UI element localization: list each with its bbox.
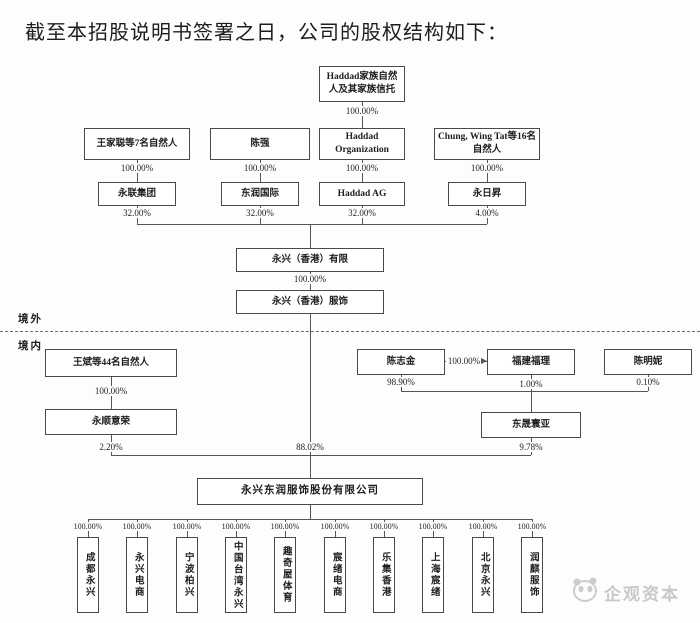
panda-logo-icon	[570, 576, 600, 608]
node-chen-zhijin: 陈志金	[357, 349, 445, 375]
ownership-pct: 32.00%	[346, 208, 378, 218]
node-yongxing-hk-fashion: 永兴（香港）服饰	[236, 290, 384, 314]
ownership-pct: 100.00%	[468, 163, 506, 173]
ownership-pct: 100.00%	[343, 163, 381, 173]
node-yongshun-yirong: 永顺意荣	[45, 409, 177, 435]
connector-line	[401, 391, 648, 392]
node-haddad-ag: Haddad AG	[319, 182, 405, 206]
node-main-company: 永兴东润服饰股份有限公司	[197, 478, 423, 505]
connector-line	[111, 455, 531, 456]
node-chung-wing-tat: Chung, Wing Tat等16名自然人	[434, 128, 540, 160]
node-subsidiary: 趣奇屋体育	[274, 537, 296, 613]
connector-line	[310, 314, 311, 455]
node-subsidiary: 中国台湾永兴	[225, 537, 247, 613]
ownership-pct: 32.00%	[244, 208, 276, 218]
ownership-pct: 0.10%	[634, 377, 662, 387]
ownership-pct: 100.00%	[515, 522, 549, 531]
region-label-offshore: 境外	[18, 314, 43, 325]
connector-line	[137, 224, 487, 225]
node-chen-mingni: 陈明妮	[604, 349, 692, 375]
ownership-pct: 100.00%	[291, 274, 329, 284]
node-dongsheng-huanya: 东晟寰亚	[481, 412, 581, 438]
arrow-right-icon	[481, 357, 487, 364]
node-subsidiary: 成都永兴	[77, 537, 99, 613]
region-label-onshore: 境内	[18, 341, 43, 352]
node-subsidiary: 乐集香港	[373, 537, 395, 613]
node-wang-bin: 王斌等44名自然人	[45, 349, 177, 377]
node-dongrun-intl: 东润国际	[221, 182, 299, 206]
node-wang-jiacong: 王家聪等7名自然人	[84, 128, 190, 160]
border-dashed-line	[0, 331, 700, 332]
ownership-pct: 98.90%	[385, 377, 417, 387]
ownership-pct: 100.00%	[118, 163, 156, 173]
ownership-pct: 100.00%	[219, 522, 253, 531]
ownership-pct: 100.00%	[92, 386, 130, 396]
ownership-pct: 88.02%	[294, 442, 326, 452]
watermark: 企观资本	[570, 576, 680, 608]
page-title: 截至本招股说明书签署之日，公司的股权结构如下：	[25, 22, 508, 44]
node-yongrisheng: 永日昇	[448, 182, 526, 206]
node-haddad-organization: Haddad Organization	[319, 128, 405, 160]
node-yongxing-hk-ltd: 永兴（香港）有限	[236, 248, 384, 272]
connector-line	[88, 519, 532, 520]
node-subsidiary: 宁波柏兴	[176, 537, 198, 613]
ownership-pct: 100.00%	[241, 163, 279, 173]
connector-line	[310, 505, 311, 519]
node-fujian-fuli: 福建福理	[487, 349, 575, 375]
ownership-pct: 100.00%	[268, 522, 302, 531]
ownership-pct: 100.00%	[343, 106, 381, 116]
ownership-pct: 100.00%	[318, 522, 352, 531]
watermark-text: 企观资本	[604, 584, 680, 604]
ownership-pct: 4.00%	[473, 208, 501, 218]
ownership-pct: 100.00%	[466, 522, 500, 531]
connector-line	[531, 375, 532, 412]
node-chen-qiang: 陈强	[210, 128, 310, 160]
connector-line	[310, 455, 311, 478]
node-subsidiary: 润麒服饰	[521, 537, 543, 613]
ownership-pct: 100.00%	[416, 522, 450, 531]
node-subsidiary: 北京永兴	[472, 537, 494, 613]
ownership-pct: 100.00%	[445, 356, 483, 366]
ownership-pct: 100.00%	[367, 522, 401, 531]
connector-line	[310, 224, 311, 248]
ownership-pct: 1.00%	[517, 379, 545, 389]
ownership-pct: 32.00%	[121, 208, 153, 218]
ownership-pct: 100.00%	[120, 522, 154, 531]
node-subsidiary: 宸绪电商	[324, 537, 346, 613]
node-haddad-trust: Haddad家族自然人及其家族信托	[319, 66, 405, 102]
node-subsidiary: 永兴电商	[126, 537, 148, 613]
ownership-pct: 2.20%	[97, 442, 125, 452]
ownership-pct: 9.78%	[517, 442, 545, 452]
node-yonglian-group: 永联集团	[98, 182, 176, 206]
ownership-pct: 100.00%	[170, 522, 204, 531]
ownership-pct: 100.00%	[71, 522, 105, 531]
node-subsidiary: 上海宸绪	[422, 537, 444, 613]
